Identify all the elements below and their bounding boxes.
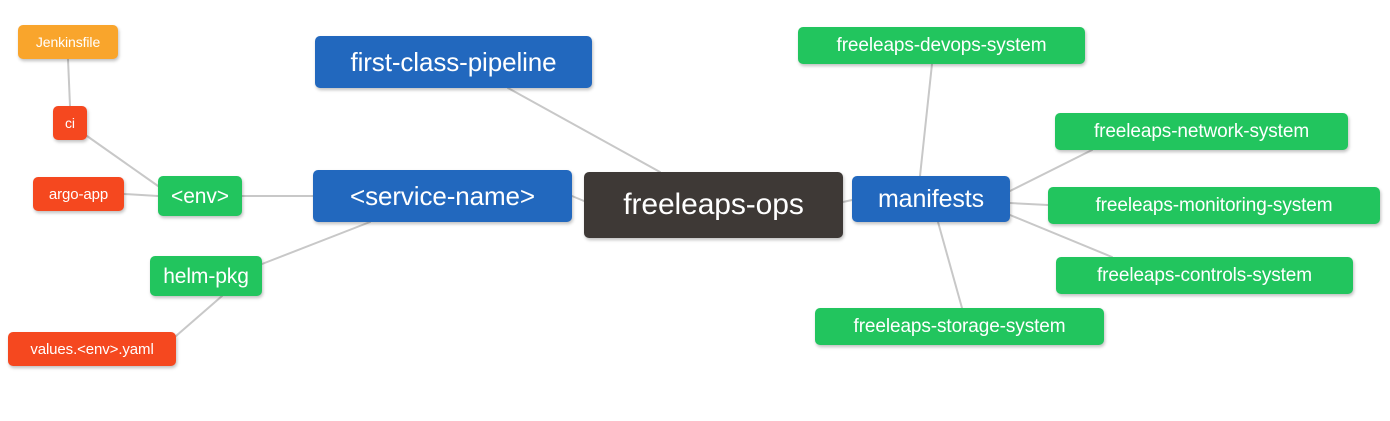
edge-values-yaml-to-helm-pkg: [175, 295, 223, 337]
edge-manifests-to-monitoring: [1009, 202, 1049, 206]
node-values-yaml[interactable]: values.<env>.yaml: [8, 332, 176, 366]
node-jenkinsfile[interactable]: Jenkinsfile: [18, 25, 118, 59]
edge-manifests-to-devops: [919, 63, 933, 177]
edge-manifests-to-network: [1009, 149, 1093, 192]
node-label: helm-pkg: [163, 264, 249, 288]
node-label: freeleaps-monitoring-system: [1095, 195, 1333, 216]
node-label: argo-app: [48, 185, 109, 203]
edge-manifests-to-storage: [937, 221, 963, 309]
edge-pipeline-to-freeleaps-ops: [507, 87, 661, 173]
node-label: ci: [65, 115, 75, 131]
node-label: freeleaps-storage-system: [853, 316, 1066, 337]
node-label: freeleaps-network-system: [1093, 121, 1310, 142]
node-manifests[interactable]: manifests: [852, 176, 1010, 222]
node-ci[interactable]: ci: [53, 106, 87, 140]
node-pipeline[interactable]: first-class-pipeline: [315, 36, 592, 88]
node-freeleaps-ops[interactable]: freeleaps-ops: [584, 172, 843, 238]
node-label: first-class-pipeline: [350, 47, 557, 77]
node-label: manifests: [877, 184, 985, 213]
node-monitoring[interactable]: freeleaps-monitoring-system: [1048, 187, 1380, 224]
edge-service-name-to-freeleaps-ops: [571, 195, 585, 202]
node-label: <env>: [171, 184, 229, 208]
node-label: values.<env>.yaml: [30, 340, 154, 358]
edge-jenkinsfile-to-ci: [67, 58, 71, 107]
node-label: Jenkinsfile: [35, 34, 101, 50]
node-label: <service-name>: [349, 181, 536, 211]
edge-argo-app-to-env: [123, 193, 159, 197]
node-label: freeleaps-devops-system: [836, 35, 1047, 56]
node-label: freeleaps-controls-system: [1096, 265, 1313, 286]
node-devops[interactable]: freeleaps-devops-system: [798, 27, 1085, 64]
node-helm-pkg[interactable]: helm-pkg: [150, 256, 262, 296]
edge-helm-pkg-to-service-name: [261, 221, 371, 265]
node-service-name[interactable]: <service-name>: [313, 170, 572, 222]
edge-freeleaps-ops-to-manifests: [842, 199, 853, 203]
node-env[interactable]: <env>: [158, 176, 242, 216]
node-argo-app[interactable]: argo-app: [33, 177, 124, 211]
node-controls[interactable]: freeleaps-controls-system: [1056, 257, 1353, 294]
node-network[interactable]: freeleaps-network-system: [1055, 113, 1348, 150]
node-label: freeleaps-ops: [623, 188, 804, 221]
node-storage[interactable]: freeleaps-storage-system: [815, 308, 1104, 345]
